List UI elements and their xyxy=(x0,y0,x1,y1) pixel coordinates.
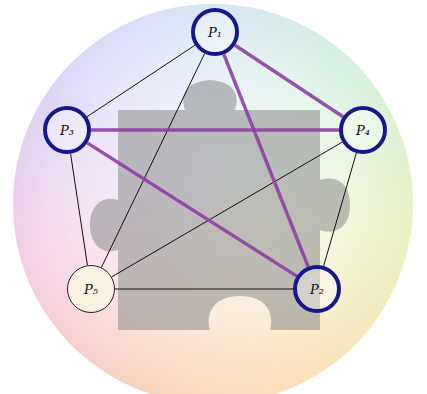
vertex-circle: P₁ xyxy=(191,8,239,56)
highlighted-edge xyxy=(235,45,343,116)
vertex-label: P₁ xyxy=(208,25,222,40)
vertex-circle: P₅ xyxy=(67,265,115,313)
vertex-label: P₂ xyxy=(310,282,324,297)
graph-edge xyxy=(324,153,357,266)
vertex-label: P₅ xyxy=(84,282,98,297)
vertex-label: P₄ xyxy=(356,123,370,138)
graph-edge xyxy=(112,142,343,277)
vertex-label: P₃ xyxy=(60,123,74,138)
graph-edge xyxy=(115,289,293,290)
highlighted-edge xyxy=(224,54,308,266)
highlighted-edge xyxy=(91,128,339,132)
puzzle-piece xyxy=(90,80,350,330)
highlighted-edge xyxy=(87,143,296,276)
vertex-circle: P₄ xyxy=(339,106,387,154)
vertex-circle: P₂ xyxy=(293,265,341,313)
graph-edge xyxy=(71,154,88,266)
vertex-circle: P₃ xyxy=(43,106,91,154)
